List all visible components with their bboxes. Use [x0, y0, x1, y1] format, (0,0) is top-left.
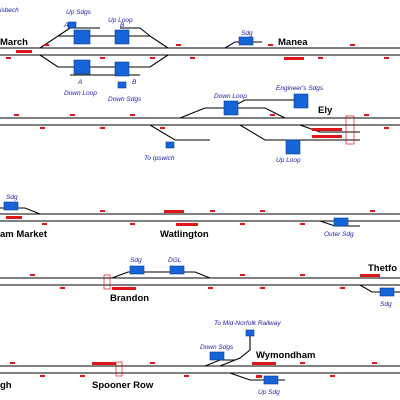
section-wymondham: To Mid-Norfolk Railway Down Sdgs Wymondh…: [0, 320, 400, 396]
siding-block-thetford: [379, 287, 395, 297]
station-market: am Market: [0, 229, 48, 240]
label-manea-sdg: Sdg: [241, 30, 253, 37]
station-march: March: [0, 37, 28, 48]
station-manea: Manea: [278, 37, 308, 48]
station-thetford: Thetfo: [368, 263, 397, 274]
label-ely-up-loop: Up Loop: [276, 157, 301, 164]
signals-section1: [6, 44, 389, 59]
section-ely: Ely Down Loop Engineer's Sdgs To Ipswich…: [0, 85, 400, 164]
label-b-bottom: B: [132, 79, 137, 86]
platform-manea: [284, 57, 304, 60]
label-wisbech-cut: isbech: [0, 7, 19, 14]
label-up-loop: Up Loop: [108, 17, 133, 24]
track-wymondham-down-sdgs: [204, 359, 235, 367]
siding-block-up-b: [114, 29, 130, 45]
track-engineers-sdgs: [229, 99, 300, 109]
siding-block-wymondham-down: [209, 351, 225, 361]
siding-block-ely-up-loop: [285, 139, 301, 155]
track-up-sidings-b: [120, 27, 151, 37]
platform-wymondham-1: [252, 362, 276, 365]
platform-spooner-row: [92, 362, 116, 365]
label-engineers-sdgs: Engineer's Sdgs: [276, 85, 324, 92]
siding-block-up-a: [73, 29, 91, 45]
track-brandon-dgl: [111, 271, 211, 279]
siding-block-wymondham-up: [263, 375, 279, 385]
platform-ely-2: [312, 135, 342, 138]
siding-block-down-b: [114, 61, 130, 77]
siding-block-manea: [238, 36, 254, 46]
platform-thetford: [360, 274, 380, 277]
siding-block-down-a: [73, 59, 91, 75]
platform-brandon: [112, 287, 136, 290]
label-to-mid-norfolk: To Mid-Norfolk Railway: [214, 320, 281, 327]
track-down-loop: [39, 54, 169, 68]
label-down-sdgs: Down Sdgs: [108, 96, 142, 103]
station-watlington: Watlington: [160, 229, 209, 240]
siding-block-brandon-dgl: [169, 265, 185, 275]
siding-block-engineers: [293, 93, 309, 109]
signals-section4: [30, 274, 345, 289]
station-brandon: Brandon: [110, 293, 149, 304]
siding-block-small-1: [67, 21, 77, 29]
level-crossing-ely: [345, 115, 355, 145]
level-crossing-brandon: [103, 274, 111, 290]
label-b-top: B: [120, 22, 125, 29]
track-ely-platform-loop: [299, 124, 360, 133]
signals-section5: [10, 362, 377, 377]
label-to-ipswich: To Ipswich: [144, 155, 175, 162]
siding-block-brandon-sdg: [129, 265, 145, 275]
siding-block-ipswich: [165, 141, 175, 149]
station-wymondham: Wymondham: [256, 350, 315, 361]
section-watlington: Sdg am Market Watlington Outer Sdg: [0, 194, 400, 240]
label-down-loop: Down Loop: [64, 90, 97, 97]
siding-block-mid-norfolk: [245, 329, 255, 337]
label-thetford-sdg: Sdg: [380, 301, 392, 308]
platform-march-1: [16, 50, 32, 53]
label-outer-sdg: Outer Sdg: [324, 231, 354, 238]
platform-watlington-1: [164, 210, 184, 213]
label-up-sdgs: Up Sdgs: [66, 9, 92, 16]
platform-ely-1: [312, 128, 342, 131]
level-crossing-spooner: [115, 361, 123, 377]
track-to-ipswich: [149, 124, 210, 141]
signals-section3: [42, 210, 375, 225]
label-a-top: A: [63, 22, 68, 29]
section-brandon: Sdg DGL Brandon Thetfo Sdg: [0, 257, 400, 308]
label-a-bottom: A: [77, 79, 82, 86]
signals-section2: [14, 114, 389, 129]
label-market-sdg: Sdg: [6, 194, 18, 201]
platform-wymondham-2: [256, 375, 262, 378]
label-wymondham-up-sdg: Up Sdg: [258, 389, 280, 396]
station-ely: Ely: [318, 105, 333, 116]
siding-block-left: [3, 201, 19, 211]
siding-block-ely-down-loop: [223, 100, 239, 116]
platform-market-1: [6, 216, 22, 219]
label-brandon-sdg: Sdg: [130, 257, 142, 264]
track-ely-up-loop: [239, 124, 360, 141]
platform-watlington-2: [176, 223, 198, 226]
section-march-manea: isbech March Manea Up Sdgs: [0, 7, 400, 103]
label-ely-down-loop: Down Loop: [214, 93, 247, 100]
label-wymondham-down-sdgs: Down Sdgs: [200, 344, 234, 351]
track-mid-norfolk: [219, 336, 251, 367]
siding-block-small-2: [117, 81, 127, 89]
station-spooner-row: Spooner Row: [92, 380, 154, 391]
siding-block-outer: [333, 217, 349, 227]
track-up-loop: [39, 35, 169, 49]
label-brandon-dgl: DGL: [168, 257, 182, 264]
station-left-cut: gh: [0, 380, 12, 391]
